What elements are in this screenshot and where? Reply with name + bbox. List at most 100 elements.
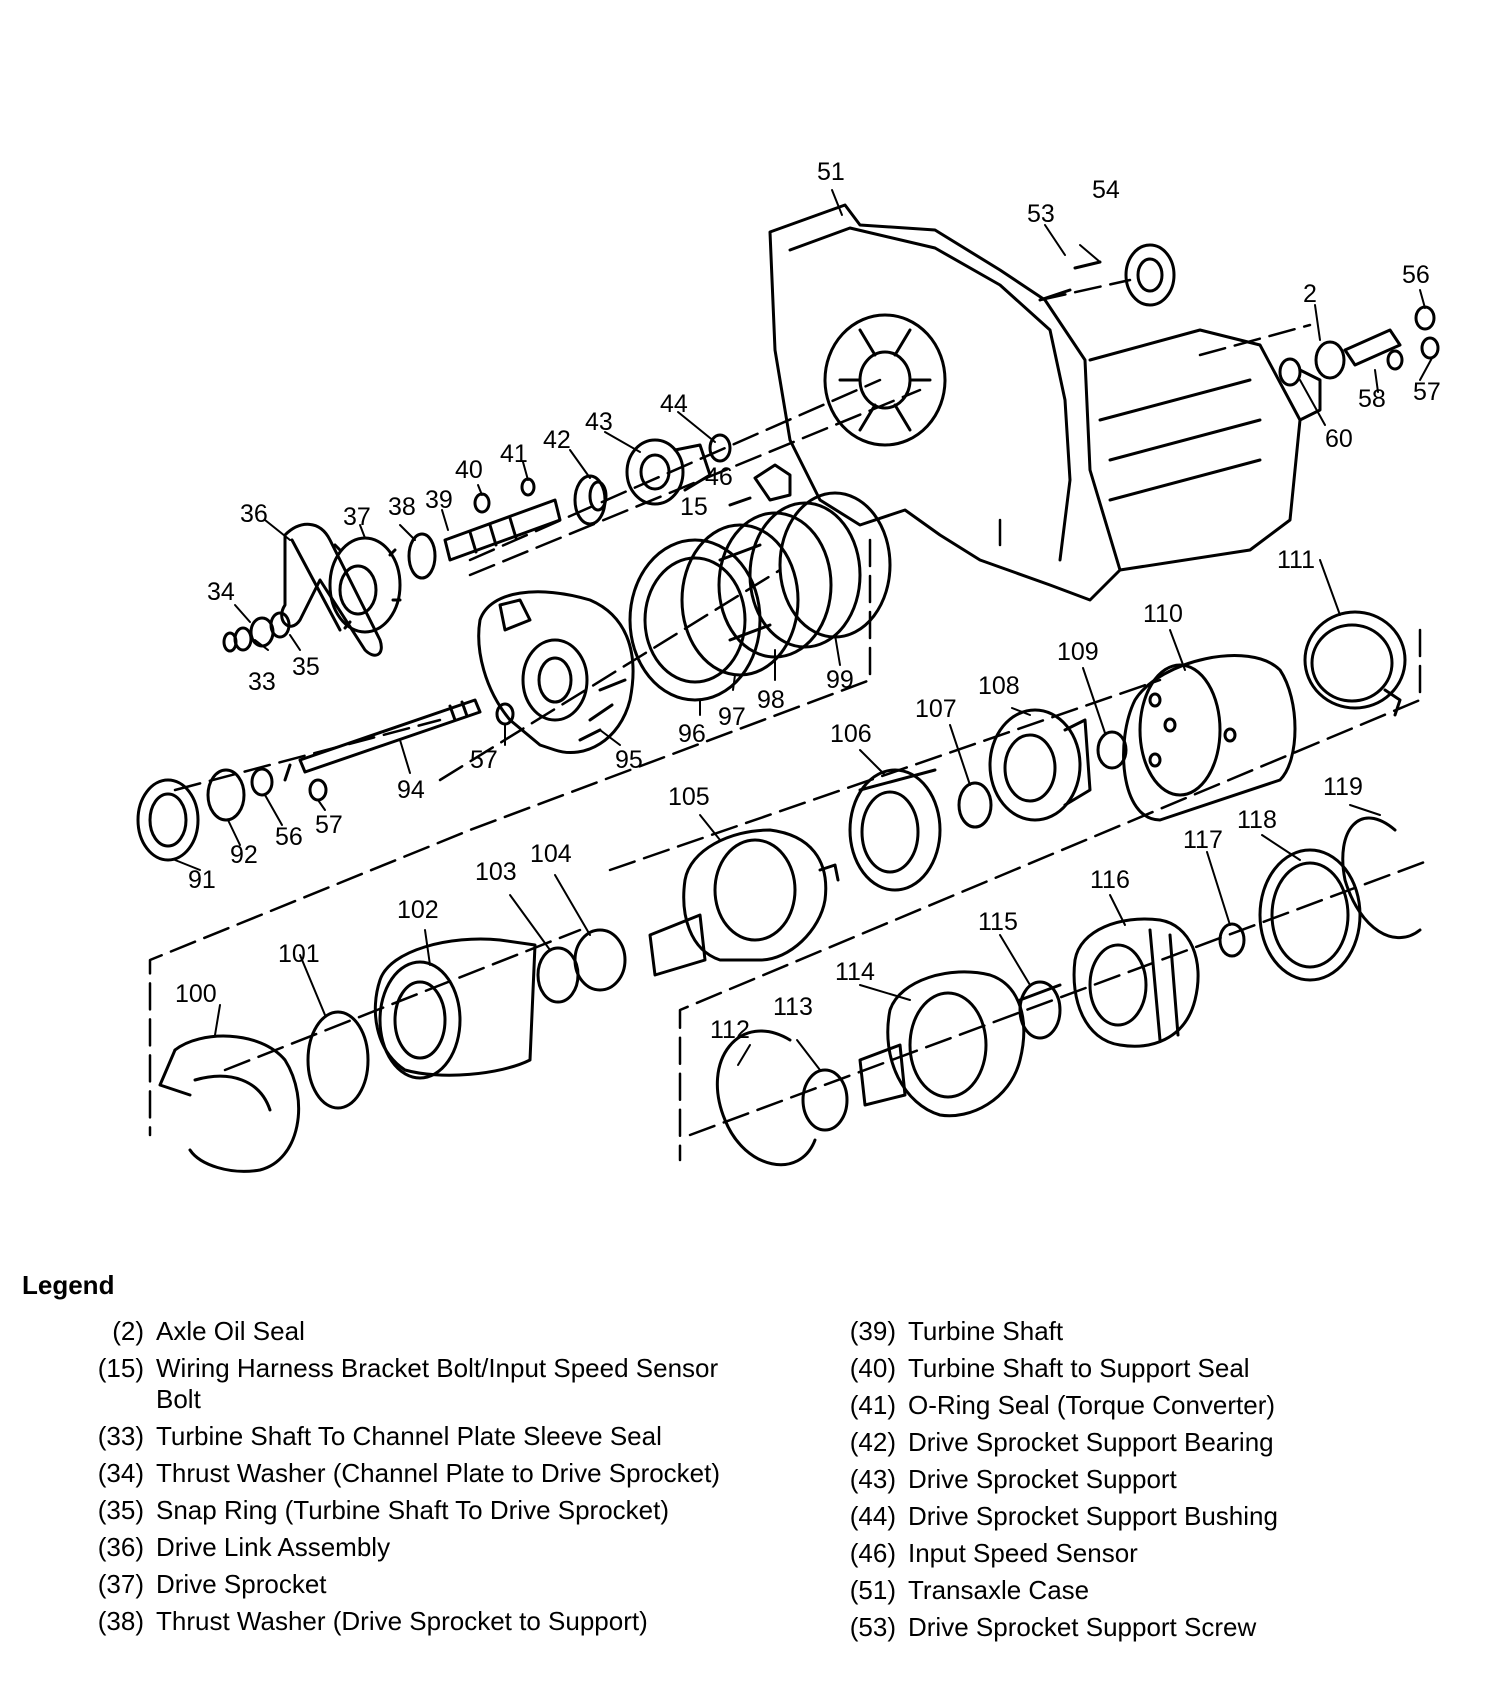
legend-item-number: (40) (849, 1353, 896, 1383)
gear-106 (848, 768, 942, 892)
callout-108: 108 (978, 672, 1020, 700)
gear-115 (1018, 980, 1062, 1040)
callout-44: 44 (660, 390, 688, 418)
callout-40: 40 (455, 456, 483, 484)
callout-107: 107 (915, 695, 957, 723)
legend-item-number: (43) (849, 1464, 896, 1494)
callout-117: 117 (1183, 826, 1223, 854)
callout-38: 38 (388, 493, 416, 521)
exploded-parts-diagram: 51 53 54 56 2 58 57 60 44 43 42 41 40 46… (136, 158, 1441, 1173)
drive-sprocket-support (625, 438, 712, 506)
leader-lines (174, 189, 1433, 1071)
legend-item-label: Snap Ring (Turbine Shaft To Drive Sprock… (156, 1495, 670, 1525)
legend-item: (39)Turbine Shaft (816, 1316, 1476, 1347)
washer-117 (1218, 922, 1246, 958)
legend-item: (15)Wiring Harness Bracket Bolt/Input Sp… (64, 1353, 764, 1415)
legend-item: (33)Turbine Shaft To Channel Plate Sleev… (64, 1421, 764, 1452)
callout-99: 99 (826, 666, 854, 694)
legend-item: (44) Drive Sprocket Support Bushing (816, 1501, 1476, 1532)
legend-item-number: (38) (97, 1606, 144, 1636)
legend-item-number: (53) (849, 1612, 896, 1642)
callout-98: 98 (757, 686, 785, 714)
legend-item: (34) Thrust Washer (Channel Plate to Driv… (64, 1458, 764, 1489)
drive-sprocket-support-bushing (708, 433, 732, 463)
callout-37: 37 (343, 503, 371, 531)
washer-104 (573, 928, 627, 992)
callout-115: 115 (978, 908, 1018, 936)
legend-item-label: Drive Link Assembly (156, 1532, 391, 1562)
legend-item-label: Thrust Washer (Channel Plate to Drive Sp… (156, 1458, 721, 1488)
callout-56-lower: 56 (275, 823, 303, 851)
band-111 (1303, 610, 1407, 717)
callout-53: 53 (1027, 200, 1055, 228)
washer-107 (957, 781, 993, 829)
ring-gear-118 (1258, 848, 1362, 982)
channel-plate-housing (477, 590, 635, 755)
band-100 (158, 1034, 301, 1173)
callout-111: 111 (1277, 546, 1315, 574)
legend-item-label: Wiring Harness Bracket Bolt/Input Speed … (156, 1353, 719, 1414)
callout-100: 100 (175, 980, 217, 1008)
callout-102: 102 (397, 896, 439, 924)
legend-item-label: Drive Sprocket Support (908, 1464, 1177, 1494)
legend-item: (35)Snap Ring (Turbine Shaft To Drive Sp… (64, 1495, 764, 1526)
callout-57-mid: 57 (470, 746, 498, 774)
callout-57-top: 57 (1413, 378, 1441, 406)
transaxle-case (768, 203, 1322, 602)
washer-92 (206, 768, 246, 822)
drive-sprocket (328, 536, 402, 634)
callout-51: 51 (817, 158, 845, 186)
drive-link-assembly (280, 522, 383, 657)
legend-item-number: (44) (849, 1501, 896, 1531)
legend-item-number: (34) (97, 1458, 144, 1488)
seal-57-lower (308, 778, 328, 802)
callout-labels: 51 53 54 56 2 58 57 60 44 43 42 41 40 46… (175, 158, 1441, 1044)
turbine-shaft-seal (473, 492, 491, 514)
washer-109 (1096, 730, 1128, 770)
wiring-harness-bolt (728, 496, 752, 507)
housing-102 (373, 937, 537, 1080)
legend-item: (36) Drive Link Assembly (64, 1532, 764, 1563)
legend: Legend (2) Axle Oil Seal (15)Wiring Harne… (0, 1270, 1504, 1690)
callout-112: 112 (710, 1016, 750, 1044)
legend-item: (41)O-Ring Seal (Torque Converter) (816, 1390, 1476, 1421)
legend-title: Legend (22, 1270, 115, 1300)
callout-113: 113 (773, 993, 813, 1021)
input-speed-sensor (753, 463, 792, 502)
callout-92: 92 (230, 841, 258, 869)
legend-item: (38) Thrust Washer (Drive Sprocket to Sup… (64, 1606, 764, 1637)
legend-item-number: (37) (97, 1569, 144, 1599)
callout-101: 101 (278, 940, 320, 968)
drum-110 (1122, 654, 1297, 822)
seal-56-lower (250, 767, 274, 797)
legend-item-label: Axle Oil Seal (156, 1316, 305, 1346)
assembly-105 (648, 828, 840, 977)
o-ring-seal (520, 477, 536, 497)
legend-right-column: (39)Turbine Shaft (40) Turbine Shaft to S… (816, 1316, 1476, 1649)
callout-105: 105 (668, 783, 710, 811)
callout-33: 33 (248, 668, 276, 696)
carrier-116 (1072, 917, 1200, 1048)
callout-106: 106 (830, 720, 872, 748)
thrust-washer-38 (407, 532, 437, 580)
gear-91 (136, 778, 200, 862)
legend-item-number: (42) (849, 1427, 896, 1457)
washer-113 (801, 1068, 849, 1132)
legend-item: (42)Drive Sprocket Support Bearing (816, 1427, 1476, 1458)
ring-101 (306, 1010, 370, 1110)
legend-item-label: Thrust Washer (Drive Sprocket to Support… (156, 1606, 648, 1636)
legend-item-number: (2) (112, 1316, 144, 1346)
callout-56: 56 (1402, 261, 1430, 289)
snap-ring-119 (1341, 816, 1422, 940)
legend-item-label: Turbine Shaft To Channel Plate Sleeve Se… (156, 1421, 662, 1451)
legend-item-label: Turbine Shaft to Support Seal (908, 1353, 1250, 1383)
snap-ring-112 (715, 1029, 817, 1167)
legend-item-label: Turbine Shaft (908, 1316, 1064, 1346)
diagram-canvas: 51 53 54 56 2 58 57 60 44 43 42 41 40 46… (136, 158, 1441, 1173)
legend-item: (37)Drive Sprocket (64, 1569, 764, 1600)
callout-41: 41 (500, 440, 528, 468)
legend-item-label: Drive Sprocket Support Bushing (908, 1501, 1278, 1531)
legend-item-number: (36) (97, 1532, 144, 1562)
callout-42: 42 (543, 426, 571, 454)
callout-2: 2 (1303, 280, 1317, 308)
